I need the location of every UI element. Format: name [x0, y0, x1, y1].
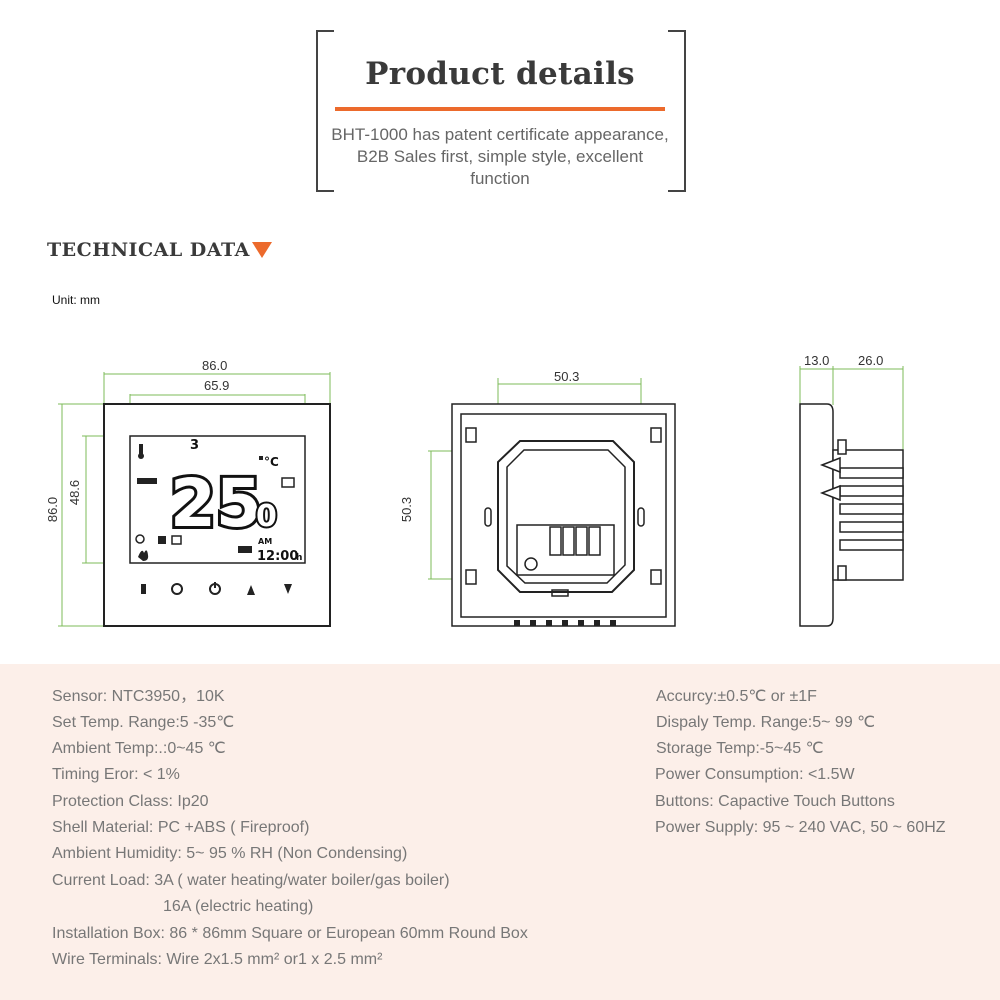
dim-front-screen-width: 65.9 [204, 378, 230, 393]
spec-timing-error: Timing Eror: < 1% [52, 766, 180, 783]
spec-power-supply: Power Supply: 95 ~ 240 VAC, 50 ~ 60HZ [655, 819, 946, 836]
dim-back-width: 50.3 [554, 369, 580, 384]
dim-side-depth-a: 13.0 [804, 353, 830, 368]
spec-display-temp-range: Dispaly Temp. Range:5~ 99 ℃ [656, 714, 876, 731]
side-dimension-lines [799, 366, 904, 450]
lcd-decimal-temperature: 0 [256, 499, 277, 534]
spec-current-load: Current Load: 3A ( water heating/water b… [52, 872, 450, 889]
page-title: Product details [365, 56, 635, 92]
dim-front-screen-height: 48.6 [67, 479, 83, 506]
spec-storage-temp: Storage Temp:-5~45 ℃ [656, 740, 824, 757]
spec-set-temp-range: Set Temp. Range:5 -35℃ [52, 714, 235, 731]
spec-accuracy: Accurcy:±0.5℃ or ±1F [656, 688, 817, 705]
back-plate [451, 403, 676, 627]
spec-ambient-humidity: Ambient Humidity: 5~ 95 % RH (Non Conden… [52, 845, 408, 862]
front-touch-buttons [141, 582, 292, 595]
unit-label: Unit: mm [52, 293, 100, 307]
spec-panel [0, 664, 1000, 1000]
spec-wire-terminals: Wire Terminals: Wire 2x1.5 mm² or1 x 2.5… [52, 951, 383, 968]
side-view-drawing [799, 366, 904, 627]
dim-front-height: 86.0 [45, 496, 61, 523]
header-description: BHT-1000 has patent certificate appearan… [320, 124, 680, 190]
spec-protection-class: Protection Class: Ip20 [52, 793, 209, 810]
title-underline [335, 107, 665, 111]
lcd-top-digit: 3 [190, 438, 199, 453]
spec-buttons: Buttons: Capactive Touch Buttons [655, 793, 895, 810]
back-view-drawing [428, 378, 676, 627]
spec-installation-box: Installation Box: 86 * 86mm Square or Eu… [52, 925, 528, 942]
lcd-am-label: AM [258, 537, 272, 546]
dim-side-depth-b: 26.0 [858, 353, 884, 368]
spec-power-consumption: Power Consumption: <1.5W [655, 766, 855, 783]
spec-shell-material: Shell Material: PC +ABS ( Fireproof) [52, 819, 310, 836]
dim-front-width: 86.0 [202, 358, 228, 373]
header-bracket-right [668, 30, 686, 192]
dim-back-height: 50.3 [399, 496, 415, 523]
header-desc-line-2: B2B Sales first, simple style, excellent [356, 147, 644, 166]
header-desc-line-3: function [470, 169, 530, 188]
lcd-big-temperature: 25 [170, 465, 262, 542]
triangle-down-icon [252, 242, 272, 258]
section-title: TECHNICAL DATA [47, 239, 250, 261]
header-bracket-left [316, 30, 334, 192]
spec-sensor: Sensor: NTC3950，10K [52, 688, 225, 705]
spec-current-load-electric: 16A (electric heating) [163, 898, 314, 915]
lcd-clock: 12:00 [257, 549, 298, 564]
side-body [799, 403, 904, 627]
header-desc-line-1: BHT-1000 has patent certificate appearan… [331, 125, 669, 144]
spec-ambient-temp: Ambient Temp:.:0~45 ℃ [52, 740, 226, 757]
front-view-drawing: 3 °C 25 0 AM 12:00 h [58, 372, 331, 627]
lcd-hour-suffix: h [296, 553, 302, 563]
lcd-degree-unit: °C [264, 455, 279, 469]
